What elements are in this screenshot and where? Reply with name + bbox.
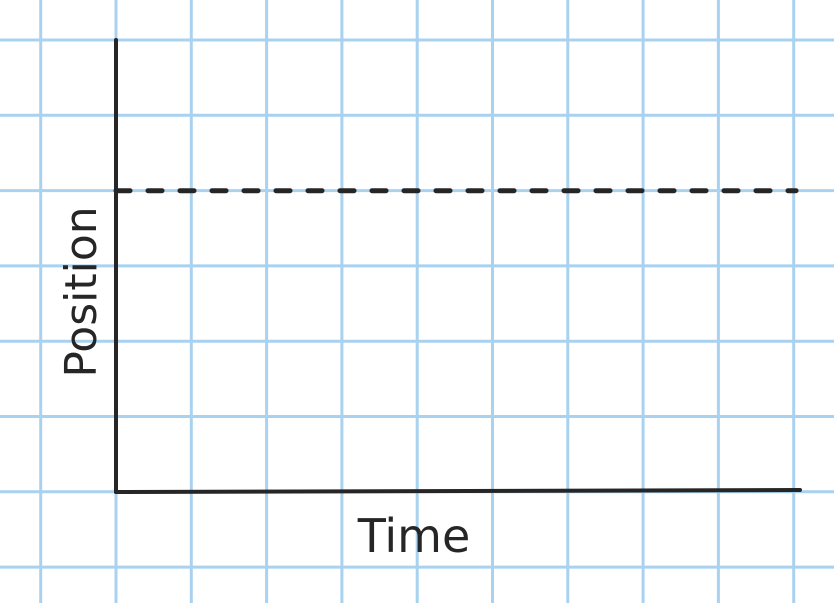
y-axis-label: Position: [56, 206, 107, 377]
x-axis-label: Time: [357, 509, 471, 563]
x-axis-line: [114, 488, 802, 494]
